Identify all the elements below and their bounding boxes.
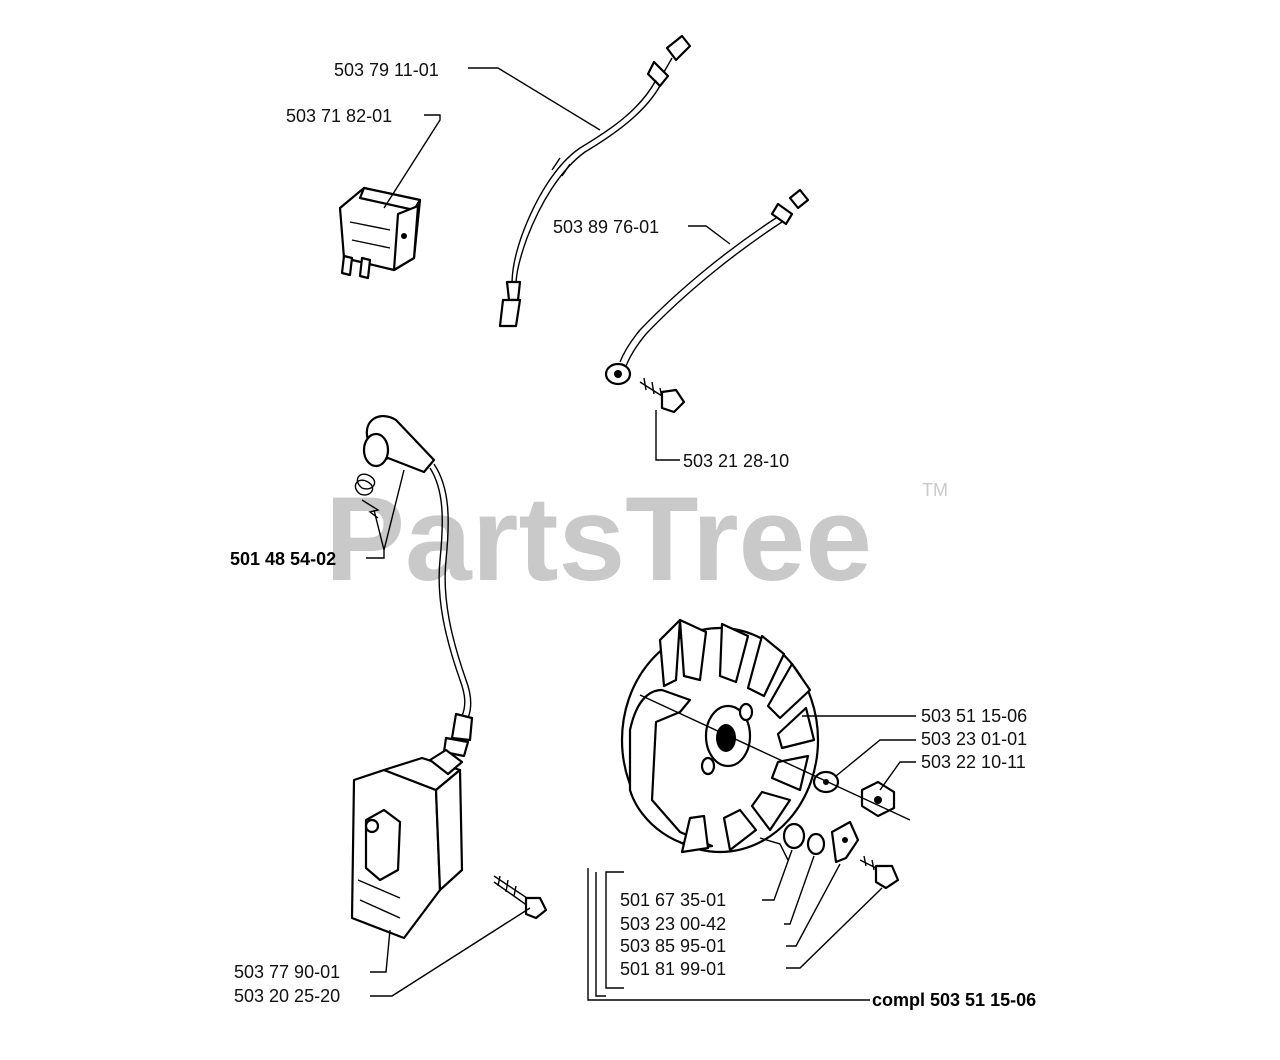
label-module-screw[interactable]: 503 20 25-20 [234, 986, 340, 1006]
wire-screw-part[interactable] [639, 377, 686, 414]
label-switch[interactable]: 503 71 82-01 [286, 106, 392, 126]
pawl-part[interactable] [830, 820, 860, 864]
wire-lower-part[interactable] [604, 188, 810, 386]
label-nut[interactable]: 503 22 10-11 [921, 752, 1026, 772]
washer-part[interactable] [812, 770, 840, 794]
leader-lines [366, 67, 916, 1001]
flywheel-part[interactable] [620, 618, 820, 854]
axis-line [639, 694, 911, 821]
label-wire-lower[interactable]: 503 89 76-01 [553, 217, 659, 237]
label-pawl[interactable]: 503 85 95-01 [620, 936, 726, 956]
label-key[interactable]: 501 67 35-01 [620, 890, 726, 910]
wire-upper-part[interactable] [498, 34, 692, 328]
pawl-screw-part[interactable] [859, 855, 900, 890]
nut-part[interactable] [860, 780, 896, 818]
ignition-cap-part[interactable] [362, 414, 474, 758]
label-flywheel[interactable]: 503 51 15-06 [921, 706, 1027, 726]
label-pawl-screw[interactable]: 501 81 99-01 [620, 959, 726, 979]
module-screw-part[interactable] [493, 875, 548, 920]
switch-part[interactable] [338, 186, 422, 280]
label-wire-screw[interactable]: 503 21 28-10 [683, 451, 789, 471]
label-washer[interactable]: 503 23 01-01 [921, 729, 1027, 749]
watermark-trademark: TM [922, 480, 948, 500]
label-ignition-cap[interactable]: 501 48 54-02 [230, 549, 336, 569]
label-pawl-washer[interactable]: 503 23 00-42 [620, 914, 726, 934]
key-part[interactable] [759, 822, 806, 861]
pawl-washer-part[interactable] [806, 832, 826, 856]
label-complete[interactable]: compl 503 51 15-06 [872, 990, 1036, 1010]
watermark-text: PartsTree [325, 472, 872, 606]
part-labels: 503 79 11-01 503 71 82-01 503 89 76-01 5… [230, 60, 1036, 1010]
ignition-module-part[interactable] [350, 748, 464, 940]
label-wire-upper[interactable]: 503 79 11-01 [334, 60, 439, 80]
label-module[interactable]: 503 77 90-01 [234, 962, 340, 982]
